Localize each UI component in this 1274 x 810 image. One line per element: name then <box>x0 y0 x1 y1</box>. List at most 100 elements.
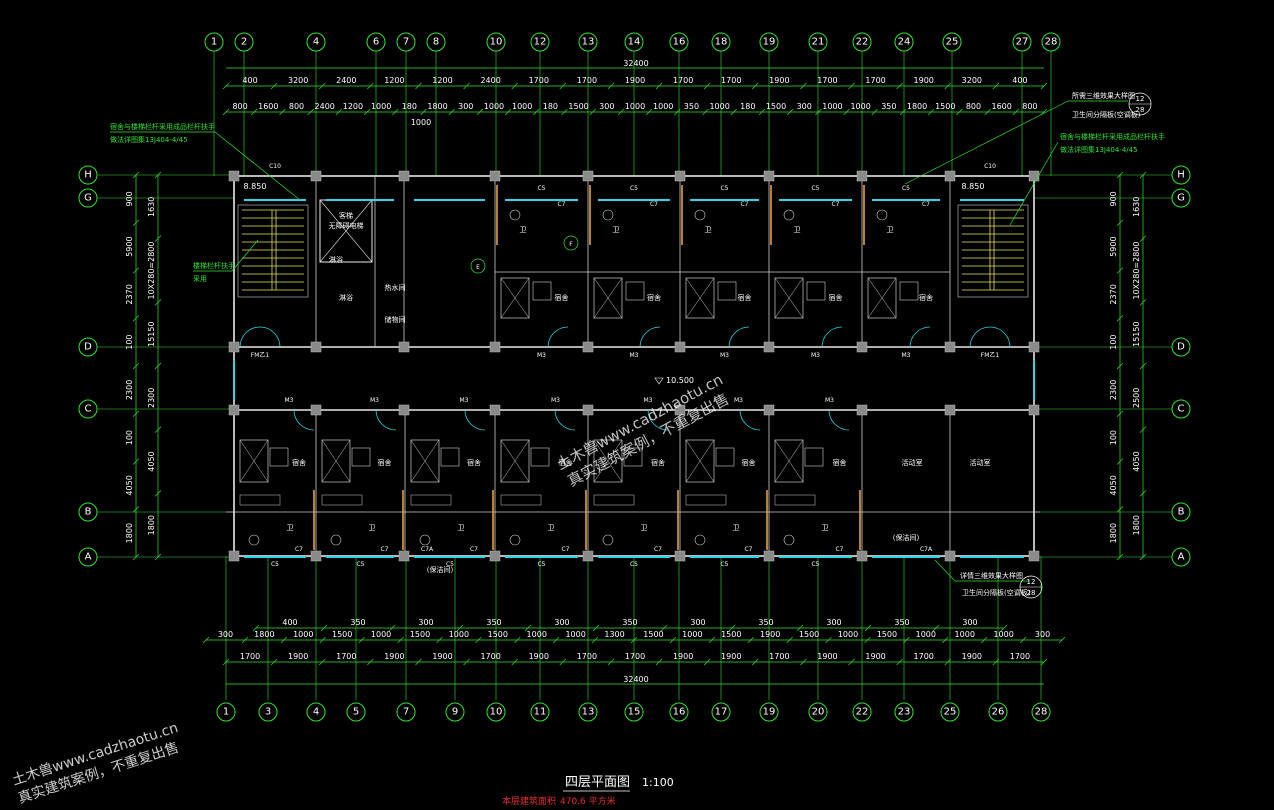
top-axis-21: 21 <box>808 32 828 52</box>
top-axis-8: 8 <box>426 32 446 52</box>
dim-left-inner-value: 1630 <box>147 197 156 217</box>
bottom-axis-16: 16 <box>669 702 689 722</box>
dim-right-outer-value: 900 <box>1109 191 1118 206</box>
window-tag: C5 <box>720 185 728 192</box>
right-axis-C: C <box>1171 399 1191 419</box>
dim-top-row1-value: 1200 <box>432 76 452 85</box>
top-axis-label: 19 <box>763 37 776 48</box>
window-tag: C5 <box>446 561 454 568</box>
left-axis-label: C <box>85 404 92 415</box>
right-axis-label: D <box>1177 342 1185 353</box>
note-left-top-2: 做法详图集13J404-4/45 <box>110 135 188 144</box>
left-axis-B: B <box>78 502 98 522</box>
dim-top-row2-value: 300 <box>458 102 473 111</box>
top-axis-label: 16 <box>673 37 686 48</box>
top-axis-13: 13 <box>578 32 598 52</box>
dorm-label: 宿舍 <box>742 458 756 467</box>
dim-bottom-row2-value: 1700 <box>769 652 789 661</box>
hall-label-2: 活动室 <box>970 458 991 467</box>
dim-top-row2-value: 1600 <box>258 102 278 111</box>
dim-top-row2-value: 180 <box>402 102 417 111</box>
dim-top-row2-value: 1600 <box>992 102 1012 111</box>
annotation-notes: 宿舍与楼梯栏杆采用成品栏杆扶手 做法详图集13J404-4/45 楼梯栏杆扶手 … <box>110 91 1165 599</box>
window-tag: C7 <box>654 546 662 553</box>
dim-bottom-row2-value: 1700 <box>1010 652 1030 661</box>
bottom-axis-22: 22 <box>852 702 872 722</box>
right-axis-label: H <box>1177 170 1185 181</box>
dim-top-row1-value: 1700 <box>673 76 693 85</box>
top-axis-4: 4 <box>306 32 326 52</box>
top-axis-28: 28 <box>1041 32 1061 52</box>
top-axis-label: 25 <box>946 37 959 48</box>
dim-bottom-row1-value: 1000 <box>838 630 858 639</box>
right-axis-label: G <box>1177 193 1185 204</box>
dim-top-total: 32400 <box>623 59 648 68</box>
bottom-axis-11: 11 <box>530 702 550 722</box>
bottom-axis-label: 22 <box>856 707 869 718</box>
dorm-label: 宿舍 <box>559 458 573 467</box>
fire-door-tag: FM乙1 <box>251 352 270 359</box>
door-tag: M3 <box>902 352 911 359</box>
bottom-axis-1: 1 <box>216 702 236 722</box>
dorm-label: 宿舍 <box>378 458 392 467</box>
stair-level-left: 8.850 <box>244 182 267 191</box>
bottom-axis-17: 17 <box>711 702 731 722</box>
window-tag: C5 <box>271 561 279 568</box>
dim-bottom-ticks-value: 350 <box>622 618 637 627</box>
bath-label: 卫 <box>613 226 620 234</box>
right-axis-A: A <box>1171 547 1191 567</box>
dim-bottom-row1-value: 1000 <box>527 630 547 639</box>
bath-label: 卫 <box>794 226 801 234</box>
left-axis-A: A <box>78 547 98 567</box>
bottom-axis-28: 28 <box>1031 702 1051 722</box>
dim-top-row2-value: 1000 <box>709 102 729 111</box>
dim-left-outer-value: 100 <box>125 334 134 349</box>
dim-right-inner-value: 10X280=2800 <box>1132 242 1141 300</box>
dim-bottom-row1-value: 1000 <box>993 630 1013 639</box>
dim-top-row2-value: 1000 <box>512 102 532 111</box>
top-axis-22: 22 <box>852 32 872 52</box>
left-axis-C: C <box>78 399 98 419</box>
dim-right-outer-value: 100 <box>1109 430 1118 445</box>
dim-right-inner-value: 4050 <box>1132 451 1141 471</box>
note-right-top-2: 卫生间分隔板(空调板) <box>1072 110 1141 119</box>
dim-top-row2-value: 180 <box>543 102 558 111</box>
bottom-axis-label: 17 <box>715 707 728 718</box>
dim-bottom-row2-value: 1900 <box>962 652 982 661</box>
window-c7a: C7A <box>421 546 434 553</box>
dim-bottom-row2-value: 1700 <box>625 652 645 661</box>
bottom-axis-label: 7 <box>403 707 409 718</box>
dim-bottom-row2-value: 1700 <box>480 652 500 661</box>
note-right-top-1: 所需三维效果大样图 <box>1072 91 1135 100</box>
dim-bottom-row1-value: 1500 <box>332 630 352 639</box>
bath-label: 卫 <box>641 524 648 532</box>
dim-top-row2-value: 180 <box>740 102 755 111</box>
dim-top-row1-value: 1700 <box>529 76 549 85</box>
dorm-label: 宿舍 <box>467 458 481 467</box>
dim-bottom-row2-value: 1900 <box>288 652 308 661</box>
dim-right-outer-value: 1800 <box>1109 523 1118 543</box>
window-tag: C5 <box>537 561 545 568</box>
top-axis-label: 7 <box>403 37 409 48</box>
bath-label: 卫 <box>822 524 829 532</box>
top-axis-7: 7 <box>396 32 416 52</box>
bottom-axis-5: 5 <box>346 702 366 722</box>
bath-label: 卫 <box>458 524 465 532</box>
dim-bottom-row2-value: 1700 <box>577 652 597 661</box>
bubble-bot-den: 28 <box>1027 589 1036 597</box>
note-right-bottom-1: 详情三维效果大样图 <box>960 571 1023 580</box>
window-tag: C7 <box>557 201 565 208</box>
dim-bottom-row1-value: 1000 <box>955 630 975 639</box>
left-axis-G: G <box>78 188 98 208</box>
dim-top-row1-value: 3200 <box>288 76 308 85</box>
dim-top-row2-value: 1500 <box>568 102 588 111</box>
top-axis-1: 1 <box>204 32 224 52</box>
dim-bottom-total: 32400 <box>623 675 648 684</box>
window-tag: C7 <box>561 546 569 553</box>
